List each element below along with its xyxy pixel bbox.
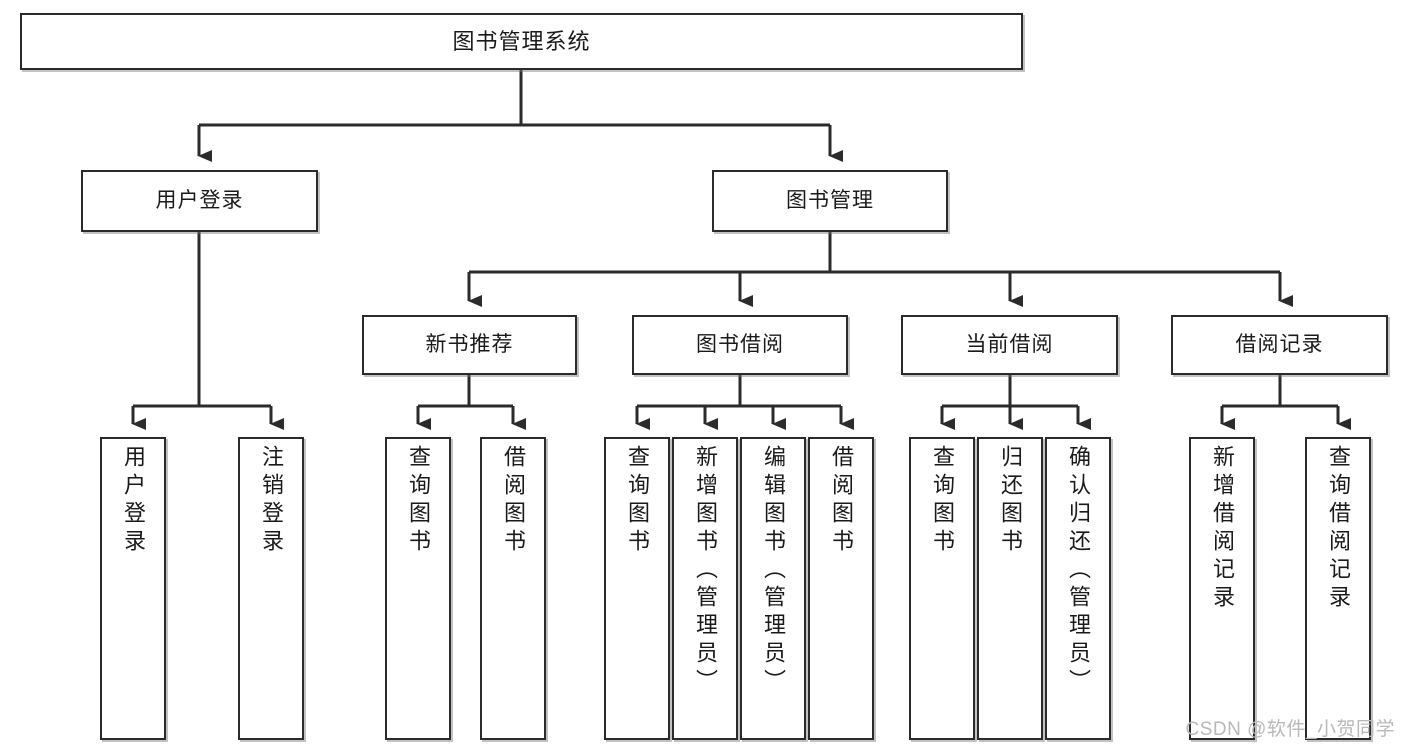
leaf-return-book[interactable]: 归还图书 (977, 437, 1043, 740)
node-book-manage[interactable]: 图书管理 (712, 170, 948, 232)
node-label: 用户登录 (121, 445, 146, 557)
node-label: 归还图书 (998, 445, 1023, 557)
node-book-borrow[interactable]: 图书借阅 (632, 315, 848, 375)
node-label: 图书管理 (786, 188, 874, 212)
node-label: 借阅图书 (829, 445, 854, 557)
node-label: 新增图书（管理员） (693, 445, 718, 697)
leaf-query-book-3[interactable]: 查询图书 (909, 437, 975, 740)
node-label: 新书推荐 (425, 332, 514, 356)
node-current-borrow[interactable]: 当前借阅 (901, 315, 1118, 375)
node-label: 注销登录 (259, 445, 284, 557)
node-root-system[interactable]: 图书管理系统 (20, 13, 1023, 70)
node-label: 查询图书 (625, 445, 650, 557)
node-label: 借阅图书 (501, 445, 526, 557)
node-label: 新增借阅记录 (1210, 445, 1235, 613)
node-label: 用户登录 (155, 188, 244, 212)
node-user-login[interactable]: 用户登录 (81, 170, 318, 232)
leaf-confirm-return[interactable]: 确认归还（管理员） (1045, 437, 1111, 740)
node-new-book-recommend[interactable]: 新书推荐 (362, 315, 577, 375)
leaf-query-book-1[interactable]: 查询图书 (385, 437, 451, 740)
leaf-query-book-2[interactable]: 查询图书 (604, 437, 670, 740)
node-label: 图书借阅 (696, 332, 784, 356)
node-label: 查询图书 (930, 445, 955, 557)
node-label: 查询图书 (406, 445, 431, 557)
leaf-add-book[interactable]: 新增图书（管理员） (672, 437, 738, 740)
leaf-user-logout[interactable]: 注销登录 (238, 437, 304, 740)
leaf-user-login[interactable]: 用户登录 (100, 437, 166, 740)
watermark: CSDN @软件_小贺同学 (1185, 719, 1395, 740)
node-label: 当前借阅 (965, 332, 1054, 356)
leaf-borrow-book-1[interactable]: 借阅图书 (480, 437, 546, 740)
node-borrow-record[interactable]: 借阅记录 (1171, 315, 1388, 375)
node-label: 借阅记录 (1235, 332, 1324, 356)
node-label: 查询借阅记录 (1326, 445, 1351, 613)
leaf-edit-book[interactable]: 编辑图书（管理员） (740, 437, 806, 740)
node-label: 确认归还（管理员） (1066, 445, 1091, 697)
node-label: 图书管理系统 (452, 28, 591, 54)
leaf-query-borrow-record[interactable]: 查询借阅记录 (1305, 437, 1371, 740)
leaf-borrow-book-2[interactable]: 借阅图书 (808, 437, 874, 740)
leaf-add-borrow-record[interactable]: 新增借阅记录 (1189, 437, 1255, 740)
node-label: 编辑图书（管理员） (761, 445, 786, 697)
